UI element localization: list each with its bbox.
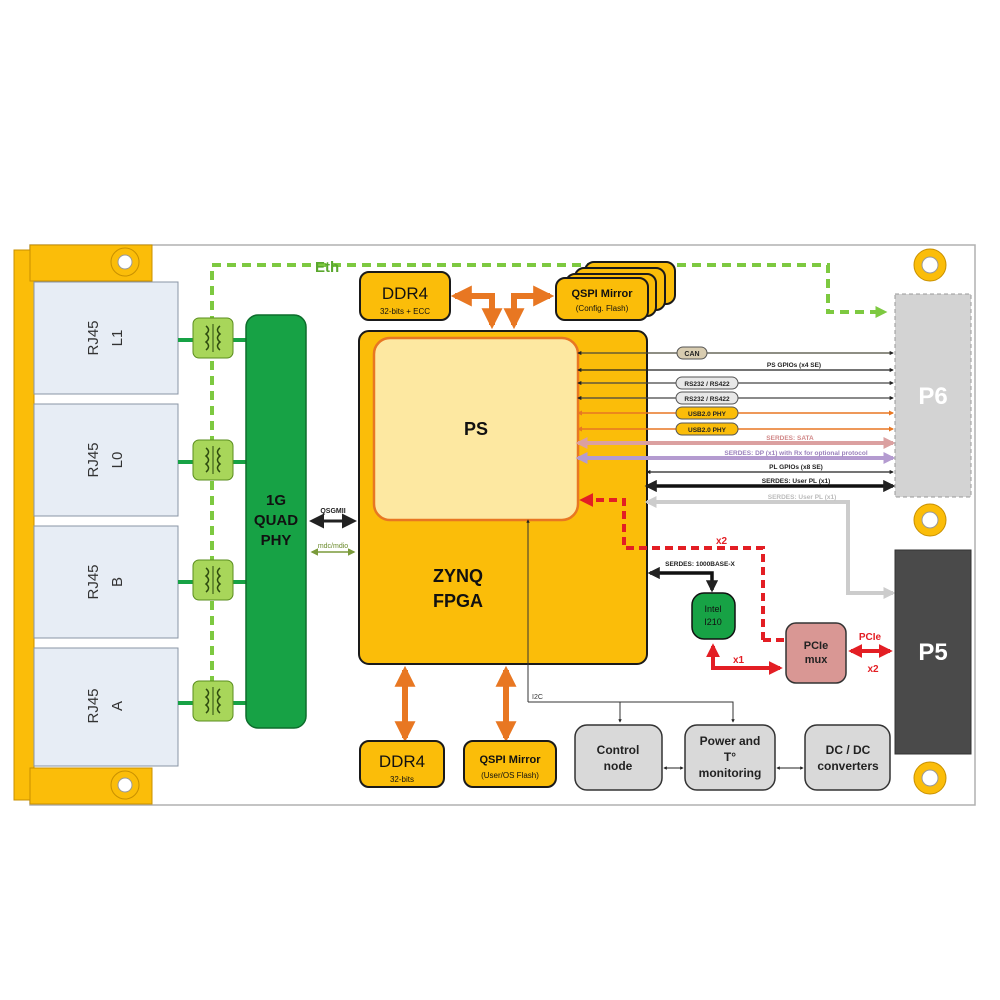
svg-text:L1: L1 <box>109 330 126 347</box>
transformer-icon <box>192 317 234 359</box>
svg-text:RS232 / RS422: RS232 / RS422 <box>684 381 730 388</box>
svg-text:Intel: Intel <box>704 604 721 614</box>
svg-text:QUAD: QUAD <box>254 512 298 529</box>
serdes-1000basex-label: SERDES: 1000BASE-X <box>665 561 735 568</box>
serdes-1000basex-arrow <box>647 566 719 593</box>
eth-label: Eth <box>315 259 339 276</box>
transformer-icon <box>192 439 234 481</box>
memory-bottom-arrows <box>394 665 517 743</box>
svg-text:I210: I210 <box>704 617 722 627</box>
svg-text:PS GPIOs (x4 SE): PS GPIOs (x4 SE) <box>767 362 821 369</box>
svg-text:ZYNQ: ZYNQ <box>433 566 483 586</box>
ddr4-bottom-block: DDR4 32-bits <box>359 740 445 788</box>
svg-text:RJ45: RJ45 <box>85 320 102 355</box>
mounting-hole-icon <box>110 770 140 800</box>
svg-text:DC / DC: DC / DC <box>826 743 871 757</box>
transformer-icon <box>192 680 234 722</box>
svg-text:monitoring: monitoring <box>699 766 762 780</box>
svg-text:Control: Control <box>597 743 640 757</box>
zynq-fpga-block: PS ZYNQ FPGA <box>358 330 648 665</box>
svg-text:RJ45: RJ45 <box>85 442 102 477</box>
qspi-bottom-block: QSPI Mirror (User/OS Flash) <box>463 740 557 788</box>
qspi-top-block: QSPI Mirror (Config. Flash) <box>555 261 676 321</box>
svg-text:(Config. Flash): (Config. Flash) <box>576 304 629 313</box>
svg-text:SERDES: SATA: SERDES: SATA <box>766 435 814 442</box>
rj45-a: RJ45 A <box>33 647 179 767</box>
svg-text:1G: 1G <box>266 492 286 509</box>
svg-text:RS232 / RS422: RS232 / RS422 <box>684 396 730 403</box>
mounting-hole-icon <box>913 248 947 282</box>
svg-text:PL GPIOs (x8 SE): PL GPIOs (x8 SE) <box>769 464 823 471</box>
svg-text:A: A <box>109 701 126 711</box>
bus-labels: PS GPIOs (x4 SE) SERDES: SATA SERDES: DP… <box>724 362 867 501</box>
mounting-holes <box>110 247 947 800</box>
rj45-l1: RJ45 L1 <box>33 281 179 395</box>
intel-i210-block: Intel I210 <box>691 592 736 640</box>
svg-text:P6: P6 <box>918 383 947 410</box>
svg-text:32-bits: 32-bits <box>390 775 414 784</box>
control-node-block: Control node <box>574 724 663 791</box>
svg-text:32-bits + ECC: 32-bits + ECC <box>380 307 430 316</box>
svg-text:SERDES: DP (x1) with Rx for op: SERDES: DP (x1) with Rx for optional pro… <box>724 450 867 457</box>
dcdc-converters-block: DC / DC converters <box>804 724 891 791</box>
mdc-mdio-label: mdc/mdio <box>318 543 348 550</box>
x1-link <box>706 643 783 675</box>
transformer-icon <box>192 559 234 601</box>
rj45-connectors: RJ45 L1 RJ45 L0 RJ45 B RJ45 A <box>33 281 179 767</box>
svg-text:PHY: PHY <box>261 532 292 549</box>
svg-text:DDR4: DDR4 <box>382 284 428 303</box>
svg-text:SERDES: User PL (x1): SERDES: User PL (x1) <box>768 494 837 501</box>
svg-text:FPGA: FPGA <box>433 591 483 611</box>
bus-chips: CAN RS232 / RS422 RS232 / RS422 USB2.0 P… <box>675 346 739 436</box>
memory-top-arrows <box>450 285 555 330</box>
x1-label: x1 <box>733 655 745 666</box>
svg-text:PCIe: PCIe <box>804 640 828 652</box>
svg-text:QSPI Mirror: QSPI Mirror <box>571 288 633 300</box>
svg-text:converters: converters <box>817 759 879 773</box>
mounting-hole-icon <box>913 761 947 795</box>
svg-text:CAN: CAN <box>684 351 699 358</box>
svg-text:(User/OS Flash): (User/OS Flash) <box>481 771 539 780</box>
i2c-label: I2C <box>532 694 543 701</box>
svg-text:Power and: Power and <box>700 734 761 748</box>
mounting-hole-icon <box>110 247 140 277</box>
pcie-x2-path <box>579 493 765 640</box>
rj45-l0: RJ45 L0 <box>33 403 179 517</box>
ps-label: PS <box>464 419 488 439</box>
p6-connector: P6 <box>894 293 972 498</box>
svg-text:mux: mux <box>805 654 829 666</box>
svg-text:USB2.0 PHY: USB2.0 PHY <box>688 411 727 418</box>
svg-text:RJ45: RJ45 <box>85 564 102 599</box>
pcie-label: PCIe <box>859 632 882 643</box>
svg-text:RJ45: RJ45 <box>85 688 102 723</box>
svg-text:T°: T° <box>724 750 736 764</box>
svg-text:node: node <box>604 759 633 773</box>
svg-text:B: B <box>109 577 126 587</box>
mounting-hole-icon <box>913 503 947 537</box>
power-monitoring-block: Power and T° monitoring <box>684 724 776 791</box>
svg-text:SERDES: User PL (x1): SERDES: User PL (x1) <box>762 478 831 485</box>
p5-connector: P5 <box>894 549 972 755</box>
svg-text:P5: P5 <box>918 639 947 666</box>
svg-text:DDR4: DDR4 <box>379 752 425 771</box>
pcie-mux-block: PCIe mux <box>785 622 847 684</box>
svg-text:L0: L0 <box>109 452 126 469</box>
magnetics <box>192 317 234 722</box>
rj45-b: RJ45 B <box>33 525 179 639</box>
qsgmii-label: QSGMII <box>320 508 345 515</box>
svg-text:USB2.0 PHY: USB2.0 PHY <box>688 427 727 434</box>
ddr4-top-block: DDR4 32-bits + ECC <box>359 271 451 321</box>
quad-phy-block: 1G QUAD PHY <box>245 314 307 729</box>
eth-path <box>210 263 888 700</box>
i2c-bus <box>526 519 735 723</box>
svg-text:QSPI Mirror: QSPI Mirror <box>479 754 541 766</box>
x2-top-label: x2 <box>716 536 728 547</box>
x2-right-label: x2 <box>867 664 879 675</box>
